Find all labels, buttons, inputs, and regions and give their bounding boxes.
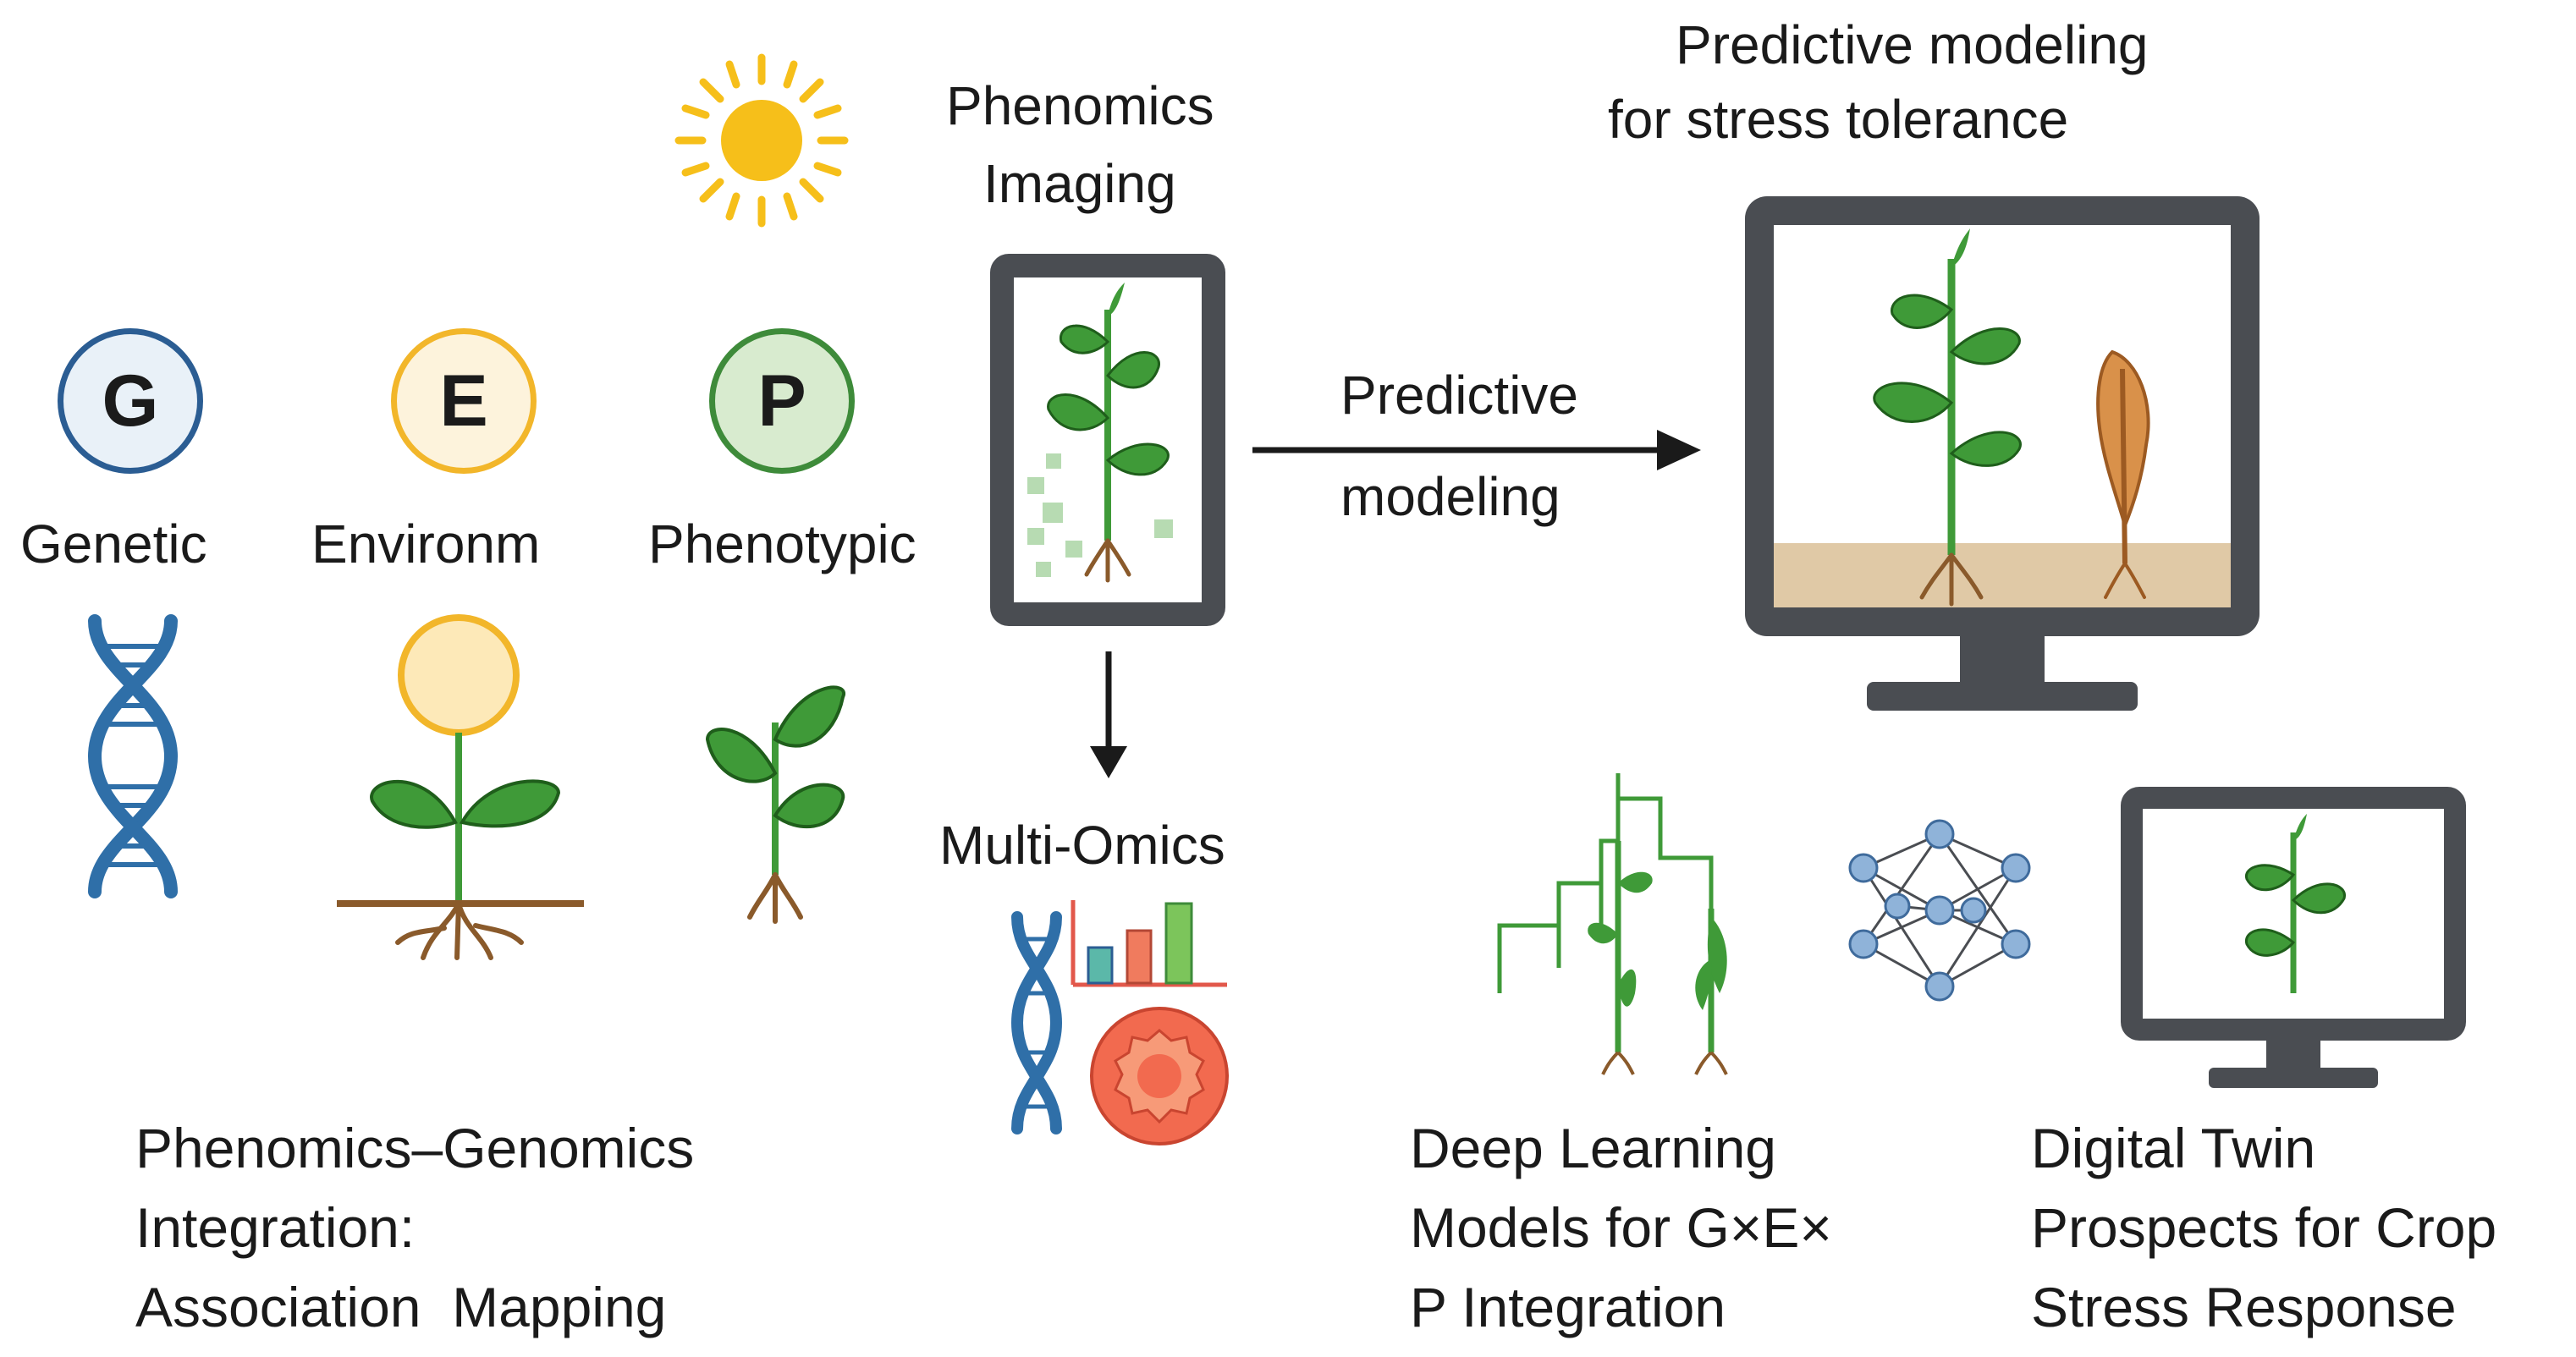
phenotypic-circle: P: [709, 328, 855, 474]
digital-twin-line1: Digital Twin: [2031, 1117, 2316, 1179]
dna-helix-icon: [87, 614, 179, 898]
arrow-label-line1: Predictive: [1340, 365, 1578, 426]
large-monitor-icon: [1745, 196, 2260, 711]
deep-learning-line3: P Integration: [1410, 1276, 1726, 1338]
omics-bar-chart-icon: [1071, 900, 1227, 987]
environment-label: Environm: [311, 514, 541, 574]
phylogenetic-tree-icon: [1497, 773, 1728, 1075]
genetic-label: Genetic: [20, 514, 207, 574]
omics-cell-icon: [1090, 1007, 1229, 1145]
phenotypic-label: Phenotypic: [648, 514, 916, 574]
phenomics-imaging-title-line2: Imaging: [983, 153, 1176, 214]
digital-twin-line2: Prospects for Crop: [2031, 1196, 2497, 1259]
digital-twin-line3: Stress Response: [2031, 1276, 2457, 1338]
omics-dna-icon: [1010, 911, 1063, 1134]
environment-plant-icon: [337, 614, 584, 960]
integration-line3: Association Mapping: [135, 1276, 667, 1338]
sun-icon: [674, 53, 849, 228]
arrow-label-line2: modeling: [1340, 466, 1560, 527]
stress-modeling-title-line2: for stress tolerance: [1608, 89, 2069, 150]
stress-modeling-title-line1: Predictive modeling: [1676, 14, 2149, 75]
tablet-device-icon: [990, 254, 1225, 626]
deep-learning-line1: Deep Learning: [1410, 1117, 1776, 1179]
neural-network-icon: [1848, 819, 2031, 1002]
digital-twin-monitor-icon: [2121, 787, 2466, 1088]
predictive-arrow: [1252, 430, 1701, 470]
integration-line2: Integration:: [135, 1196, 416, 1259]
multi-omics-title: Multi-Omics: [939, 815, 1225, 876]
integration-line1: Phenomics–Genomics: [135, 1117, 695, 1179]
phenotypic-letter: P: [757, 360, 806, 442]
phenotypic-seedling-icon: [705, 685, 846, 924]
genetic-circle: G: [58, 328, 203, 474]
genetic-letter: G: [102, 360, 159, 442]
down-arrow: [1090, 651, 1127, 778]
deep-learning-line2: Models for G×E×: [1410, 1196, 1832, 1259]
environment-letter: E: [439, 360, 488, 442]
phenomics-imaging-title-line1: Phenomics: [946, 75, 1214, 136]
environment-circle: E: [391, 328, 537, 474]
